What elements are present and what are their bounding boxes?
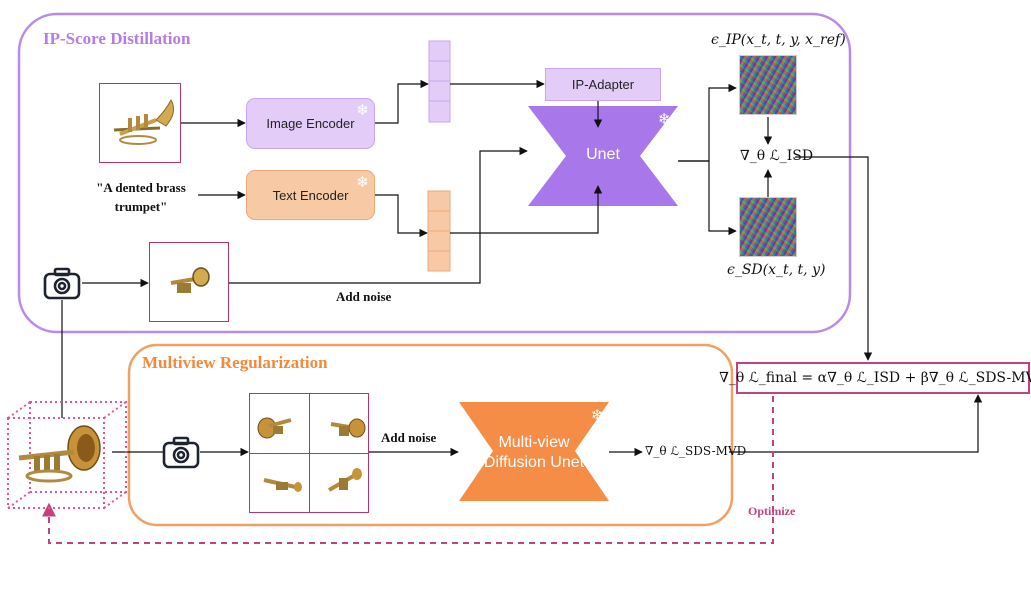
grad-sds-mvd-label: ∇_θ ℒ_SDS-MVD <box>645 444 747 458</box>
add-noise-label-bottom: Add noise <box>381 430 437 445</box>
text-encoder-label: Text Encoder <box>272 187 349 203</box>
mv-view-1 <box>257 417 292 439</box>
trumpet-drawing-main <box>113 98 175 145</box>
camera-icon <box>43 267 81 300</box>
mv-section-border <box>127 343 734 527</box>
isd-section-title: IP-Score Distillation <box>43 29 191 48</box>
camera-icon <box>162 436 200 469</box>
mv-view-2 <box>330 418 366 438</box>
trumpet-drawing-view <box>170 267 210 293</box>
mv-view-4 <box>328 468 362 492</box>
eps-ip-label: ϵ_IP(x_t, t, y, x_ref) <box>711 32 846 48</box>
isd-section-border <box>17 12 852 334</box>
text-prompt-line1: "A dented brass <box>96 180 186 195</box>
text-prompt: "A dented brass trumpet" <box>86 178 196 216</box>
text-encoder-block: Text Encoder ❄ <box>246 170 375 220</box>
eps-sd-label: ϵ_SD(x_t, t, y) <box>727 262 826 278</box>
reference-trumpet-image <box>99 83 181 163</box>
grid-divider-h <box>250 453 368 454</box>
text-feature-column <box>427 190 451 272</box>
unet-label: Unet <box>586 146 620 163</box>
image-encoder-block: Image Encoder ❄ <box>246 98 375 149</box>
snowflake-icon: ❄ <box>356 101 369 119</box>
add-noise-label-top: Add noise <box>336 289 392 304</box>
mv-unet-label: Multi-view Diffusion Unet <box>459 433 609 473</box>
mv-unet-label-line2: Diffusion Unet <box>483 454 585 471</box>
noise-image-ip <box>739 55 797 115</box>
text-prompt-line2: trumpet" <box>114 199 168 214</box>
snowflake-icon: ❄ <box>356 173 369 191</box>
mv-view-3 <box>263 478 302 492</box>
mv-section-title: Multiview Regularization <box>142 353 328 372</box>
rendered-view-image <box>149 242 229 322</box>
final-gradient-box: ∇_θ ℒ_final = α∇_θ ℒ_ISD + β∇_θ ℒ_SDS-MV… <box>719 362 1031 394</box>
ip-adapter-label: IP-Adapter <box>571 77 635 92</box>
3d-bounding-box <box>7 401 127 509</box>
snowflake-icon: ❄ <box>658 110 671 128</box>
mv-unet-label-line1: Multi-view <box>498 434 570 451</box>
mv-unet-shape <box>459 402 609 501</box>
grad-isd-label: ∇_θ ℒ_ISD <box>740 148 814 164</box>
multiview-grid <box>249 393 369 513</box>
image-feature-column <box>428 40 451 123</box>
ip-adapter-block: IP-Adapter <box>545 68 661 101</box>
final-gradient-formula: ∇_θ ℒ_final = α∇_θ ℒ_ISD + β∇_θ ℒ_SDS-MV… <box>719 370 1031 386</box>
trumpet-drawing-3d <box>18 425 101 483</box>
snowflake-icon: ❄ <box>591 406 604 424</box>
unet-shape <box>528 106 678 206</box>
noise-image-sd <box>739 197 797 257</box>
optimize-label: Optimize <box>748 504 796 518</box>
image-encoder-label: Image Encoder <box>266 116 355 131</box>
